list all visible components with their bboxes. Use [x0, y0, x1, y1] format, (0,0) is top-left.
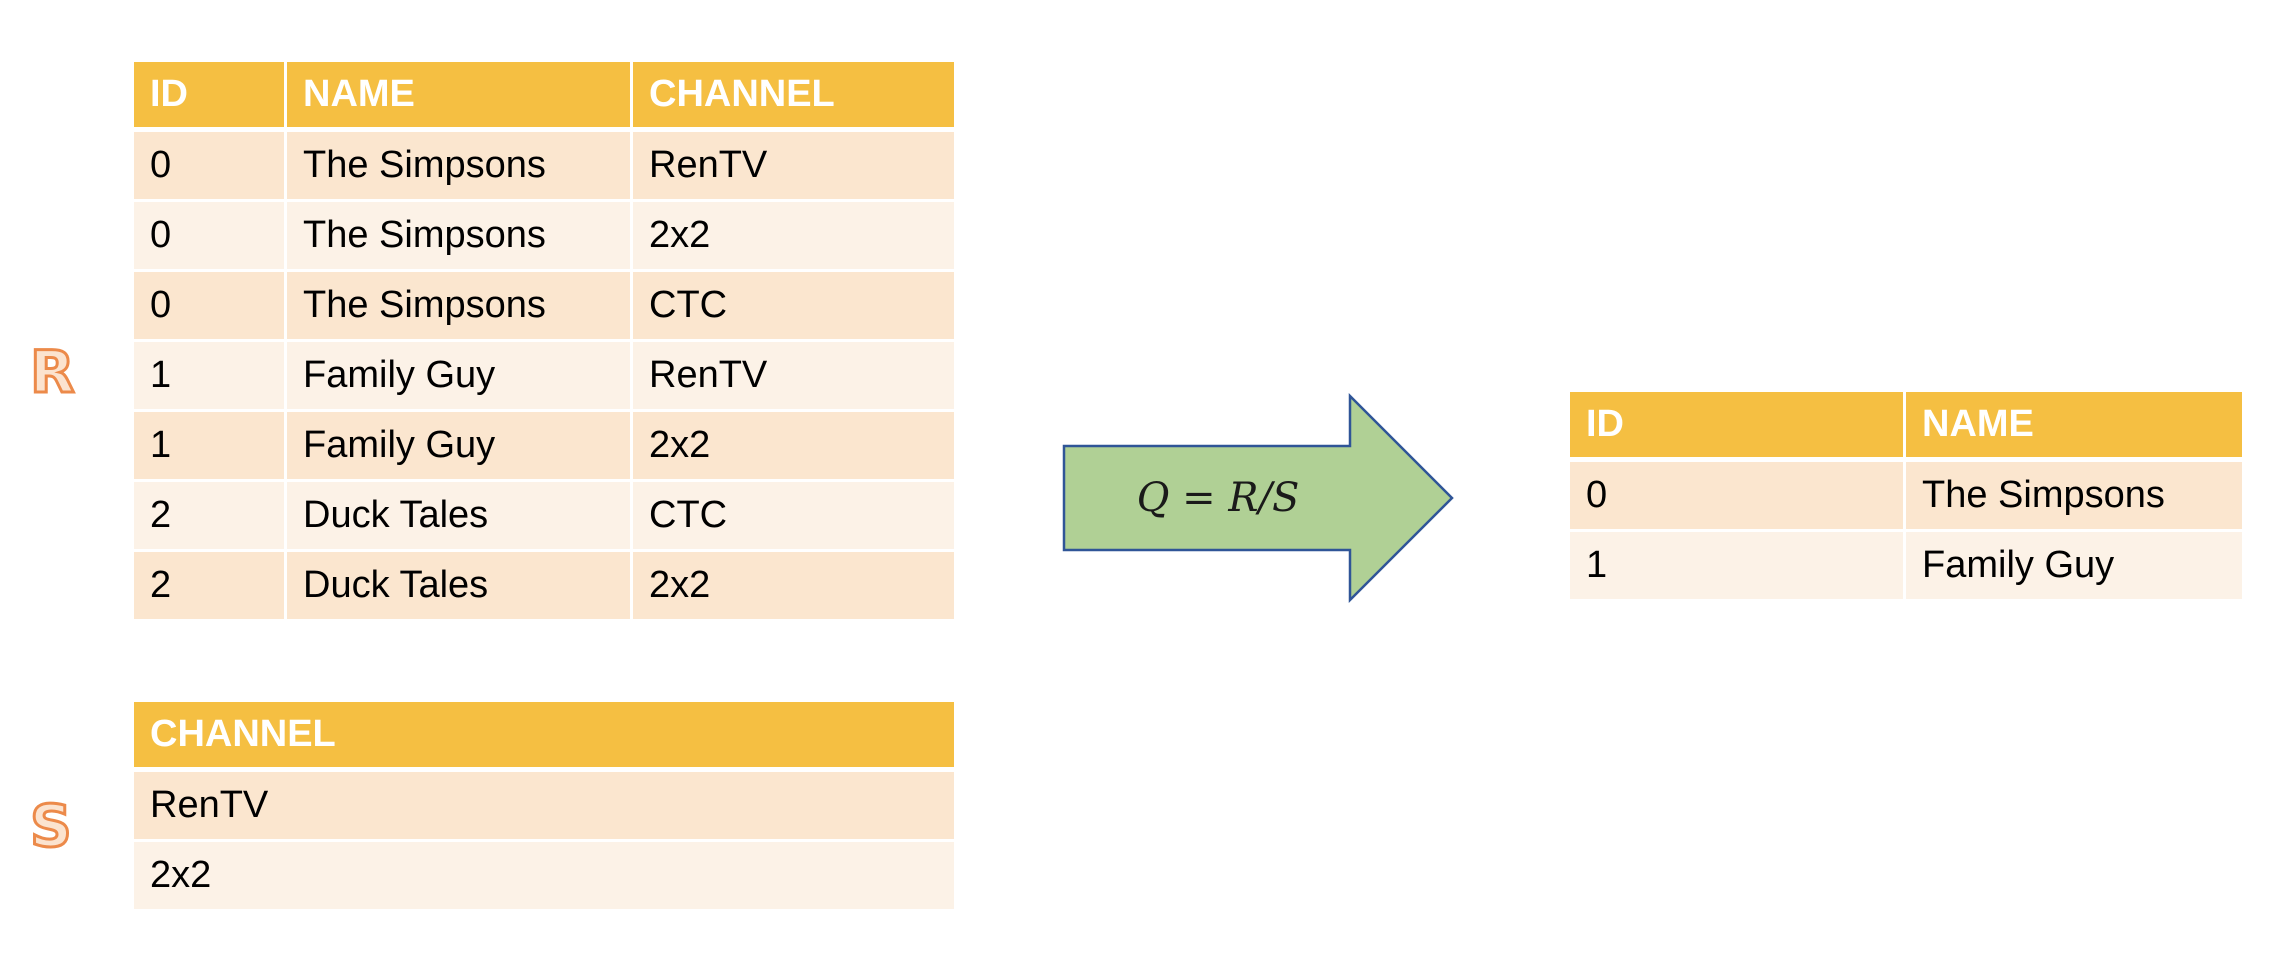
- cell-name: Family Guy: [287, 342, 633, 412]
- cell-id: 1: [134, 412, 287, 482]
- cell-channel: RenTV: [633, 342, 954, 412]
- cell-channel: 2x2: [134, 842, 954, 912]
- table-q-header-row: ID NAME: [1570, 392, 2242, 462]
- column-header-channel: CHANNEL: [134, 702, 954, 772]
- table-r: ID NAME CHANNEL 0 The Simpsons RenTV 0 T…: [134, 62, 954, 622]
- cell-id: 1: [134, 342, 287, 412]
- cell-channel: CTC: [633, 272, 954, 342]
- cell-name: Family Guy: [287, 412, 633, 482]
- table-row: 0 The Simpsons: [1570, 462, 2242, 532]
- right-arrow-icon: [1062, 392, 1454, 604]
- table-row: 2x2: [134, 842, 954, 912]
- cell-channel: 2x2: [633, 202, 954, 272]
- cell-id: 0: [134, 272, 287, 342]
- table-row: 1 Family Guy RenTV: [134, 342, 954, 412]
- relation-s-label: S: [29, 791, 74, 862]
- column-header-id: ID: [134, 62, 287, 132]
- cell-channel: RenTV: [134, 772, 954, 842]
- table-r-header-row: ID NAME CHANNEL: [134, 62, 954, 132]
- table-row: 0 The Simpsons RenTV: [134, 132, 954, 202]
- cell-name: The Simpsons: [1906, 462, 2242, 532]
- cell-id: 1: [1570, 532, 1906, 602]
- cell-name: Duck Tales: [287, 552, 633, 622]
- cell-id: 2: [134, 482, 287, 552]
- table-row: 2 Duck Tales 2x2: [134, 552, 954, 622]
- cell-id: 0: [134, 132, 287, 202]
- table-row: 0 The Simpsons CTC: [134, 272, 954, 342]
- table-row: 0 The Simpsons 2x2: [134, 202, 954, 272]
- table-row: 1 Family Guy 2x2: [134, 412, 954, 482]
- division-arrow: Q = R/S: [1060, 392, 1456, 604]
- table-s-header-row: CHANNEL: [134, 702, 954, 772]
- cell-channel: 2x2: [633, 412, 954, 482]
- cell-name: Family Guy: [1906, 532, 2242, 602]
- cell-id: 2: [134, 552, 287, 622]
- column-header-name: NAME: [1906, 392, 2242, 462]
- cell-channel: RenTV: [633, 132, 954, 202]
- cell-name: The Simpsons: [287, 202, 633, 272]
- cell-id: 0: [1570, 462, 1906, 532]
- table-row: 1 Family Guy: [1570, 532, 2242, 602]
- column-header-name: NAME: [287, 62, 633, 132]
- cell-channel: CTC: [633, 482, 954, 552]
- table-s: CHANNEL RenTV 2x2: [134, 702, 954, 912]
- cell-name: The Simpsons: [287, 132, 633, 202]
- cell-name: The Simpsons: [287, 272, 633, 342]
- column-header-id: ID: [1570, 392, 1906, 462]
- table-row: RenTV: [134, 772, 954, 842]
- table-row: 2 Duck Tales CTC: [134, 482, 954, 552]
- relation-r-label: R: [29, 337, 77, 408]
- cell-channel: 2x2: [633, 552, 954, 622]
- cell-name: Duck Tales: [287, 482, 633, 552]
- cell-id: 0: [134, 202, 287, 272]
- table-q: ID NAME 0 The Simpsons 1 Family Guy: [1570, 392, 2242, 602]
- column-header-channel: CHANNEL: [633, 62, 954, 132]
- division-formula: Q = R/S: [1136, 475, 1300, 521]
